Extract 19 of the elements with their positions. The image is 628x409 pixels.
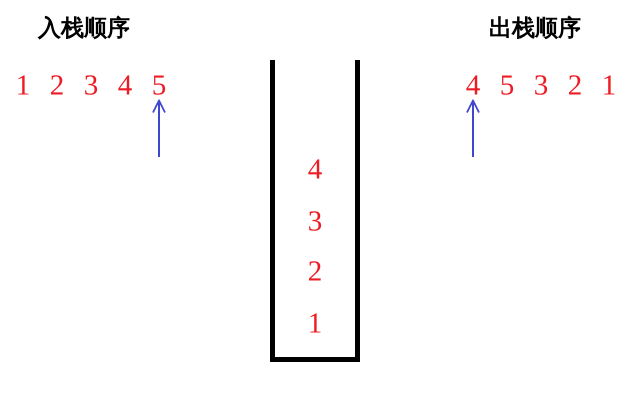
- stack-container: [270, 60, 360, 362]
- sequence-number: 2: [50, 72, 64, 100]
- pointer-arrow: [466, 100, 480, 157]
- pointer-arrow: [152, 100, 166, 157]
- stack-item-number: 3: [308, 208, 322, 236]
- stack-item-number: 4: [308, 156, 322, 184]
- sequence-number: 1: [602, 72, 616, 100]
- sequence-number: 3: [84, 72, 98, 100]
- push-order-heading: 入栈顺序: [38, 16, 130, 40]
- sequence-number: 3: [534, 72, 548, 100]
- sequence-number: 2: [568, 72, 582, 100]
- sequence-number: 5: [152, 72, 166, 100]
- stack-item-number: 1: [308, 310, 322, 338]
- sequence-number: 4: [466, 72, 480, 100]
- stack-item-number: 2: [308, 258, 322, 286]
- pop-order-heading: 出栈顺序: [489, 16, 581, 40]
- sequence-number: 1: [16, 72, 30, 100]
- sequence-number: 4: [118, 72, 132, 100]
- sequence-number: 5: [500, 72, 514, 100]
